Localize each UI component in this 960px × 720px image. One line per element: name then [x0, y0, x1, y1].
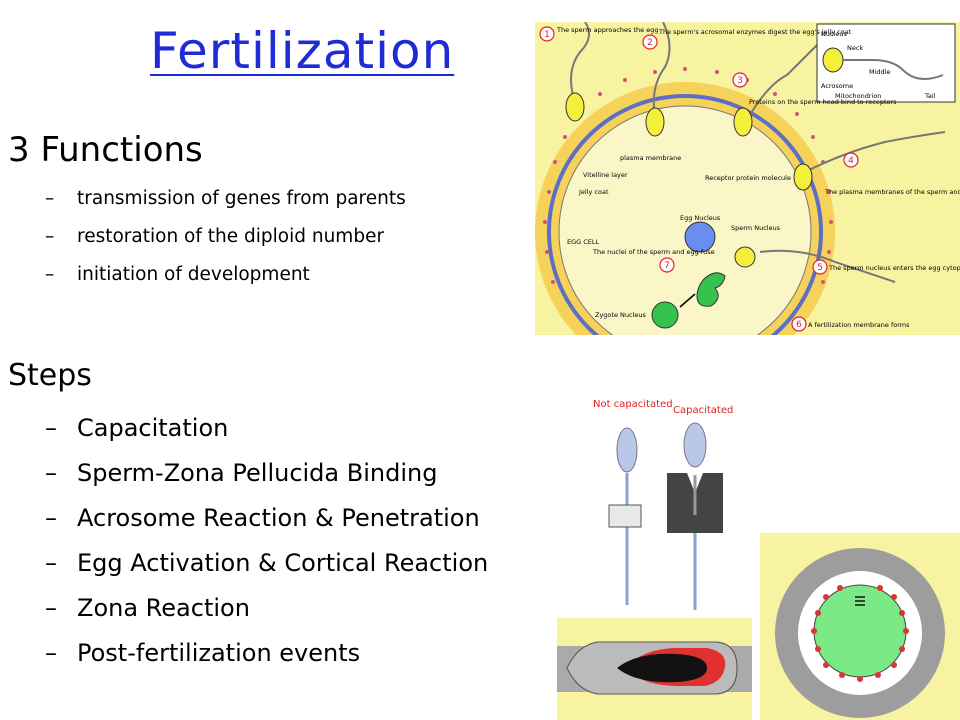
step-6-text: A fertilization membrane forms — [808, 321, 910, 329]
label-jelly-coat: Jelly coat — [578, 188, 609, 196]
list-item: –Egg Activation & Cortical Reaction — [45, 541, 488, 586]
list-item: –Sperm-Zona Pellucida Binding — [45, 451, 488, 496]
list-item: –Acrosome Reaction & Penetration — [45, 496, 488, 541]
slide-title: Fertilization — [150, 22, 455, 80]
capacitation-figure: Not capacitated Capacitated — [587, 395, 757, 620]
label-tail: Tail — [924, 92, 936, 100]
label-sperm-nucleus: Sperm Nucleus — [731, 224, 781, 232]
function-text: transmission of genes from parents — [77, 188, 406, 209]
list-item: – restoration of the diploid number — [45, 218, 406, 256]
step-1-text: The sperm approaches the egg — [556, 26, 658, 34]
step-text: Sperm-Zona Pellucida Binding — [77, 459, 438, 487]
step-4-text: The plasma membranes of the sperm and eg… — [824, 188, 960, 196]
functions-heading: 3 Functions — [8, 130, 203, 170]
step-number-5: 5 — [817, 263, 823, 273]
list-item: –Zona Reaction — [45, 586, 488, 631]
bullet-dash: – — [45, 226, 55, 247]
step-text: Acrosome Reaction & Penetration — [77, 504, 480, 532]
label-neck: Neck — [847, 44, 863, 52]
step-number-2: 2 — [647, 38, 653, 48]
bullet-dash: – — [45, 188, 55, 209]
label-nucleus: Nucleus — [821, 30, 847, 38]
step-text: Post-fertilization events — [77, 639, 361, 667]
step-text: Egg Activation & Cortical Reaction — [77, 549, 489, 577]
bullet-dash: – — [45, 264, 55, 285]
step-2-text: The sperm's acrosomal enzymes digest the… — [658, 28, 852, 36]
step-3-text: Proteins on the sperm head bind to recep… — [749, 98, 897, 106]
label-egg-nucleus: Egg Nucleus — [680, 214, 721, 222]
label-acrosome: Acrosome — [821, 82, 853, 90]
step-text: Capacitation — [77, 414, 229, 442]
label-zygote-nucleus: Zygote Nucleus — [595, 311, 646, 319]
acrosome-reaction-figure — [557, 618, 752, 720]
step-number-6: 6 — [796, 320, 802, 330]
bullet-dash: – — [45, 504, 57, 532]
steps-list: –Capacitation –Sperm-Zona Pellucida Bind… — [45, 406, 488, 676]
step-5-text: The sperm nucleus enters the egg cytopla… — [828, 264, 960, 272]
bullet-dash: – — [45, 414, 57, 442]
function-text: initiation of development — [77, 264, 310, 285]
not-capacitated-label: Not capacitated — [593, 399, 673, 410]
steps-heading: Steps — [8, 358, 92, 393]
step-number-1: 1 — [544, 30, 550, 40]
function-text: restoration of the diploid number — [77, 226, 385, 247]
cortical-reaction-figure — [760, 533, 960, 720]
bullet-dash: – — [45, 594, 57, 622]
list-item: –Capacitation — [45, 406, 488, 451]
label-vitelline-layer: Vitelline layer — [583, 171, 628, 179]
step-number-4: 4 — [848, 156, 854, 166]
bullet-dash: – — [45, 549, 57, 577]
label-plasma-membrane: plasma membrane — [620, 154, 681, 162]
list-item: – transmission of genes from parents — [45, 180, 406, 218]
step-number-7: 7 — [664, 261, 670, 271]
label-receptor: Receptor protein molecule — [705, 174, 791, 182]
label-egg-cell: EGG CELL — [567, 238, 600, 246]
step-number-3: 3 — [737, 76, 743, 86]
label-middle: Middle — [869, 68, 890, 76]
list-item: – initiation of development — [45, 256, 406, 294]
bullet-dash: – — [45, 639, 57, 667]
functions-list: – transmission of genes from parents – res… — [45, 180, 406, 294]
list-item: –Post-fertilization events — [45, 631, 488, 676]
bullet-dash: – — [45, 459, 57, 487]
capacitated-label: Capacitated — [673, 405, 733, 416]
fertilization-diagram: 1 2 3 4 5 6 7 The sperm approaches the e… — [535, 22, 960, 335]
step-text: Zona Reaction — [77, 594, 250, 622]
step-7-text: The nuclei of the sperm and egg fuse — [592, 248, 715, 256]
label-mitochondrion: Mitochondrion — [835, 92, 881, 100]
